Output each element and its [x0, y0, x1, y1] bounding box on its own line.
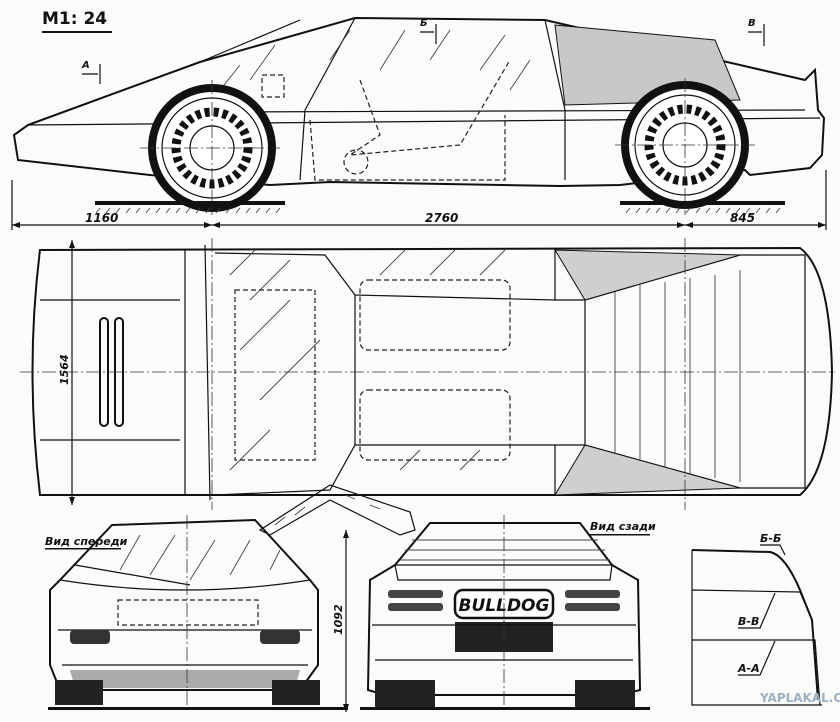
dim-front-overhang: 1160	[85, 211, 118, 225]
front-view-label: Вид спереди	[45, 535, 128, 548]
front-view: Вид спереди 1092	[45, 515, 349, 712]
dim-rear-overhang: 845	[730, 211, 755, 225]
scale-label: M1: 24	[42, 9, 107, 29]
section-mark-v: В	[748, 18, 756, 29]
top-view: 1564	[20, 238, 835, 536]
dim-width: 1564	[58, 354, 71, 385]
rear-view: Вид сзади BULLDOG	[360, 515, 656, 712]
section-mark-b: Б	[420, 18, 428, 29]
rear-view-label: Вид сзади	[590, 520, 656, 533]
side-view: 1160 2760 845 А Б В	[11, 16, 827, 230]
dim-height: 1092	[332, 604, 345, 635]
section-mark-a: А	[81, 60, 90, 71]
dim-wheelbase: 2760	[425, 211, 458, 225]
watermark: YAPLAKAL.COM	[759, 691, 840, 705]
sections-view: Б-Б В-В А-А	[691, 532, 822, 706]
section-label-aa: А-А	[737, 662, 760, 675]
section-label-bb: Б-Б	[760, 532, 781, 545]
section-label-vv: В-В	[738, 615, 759, 628]
